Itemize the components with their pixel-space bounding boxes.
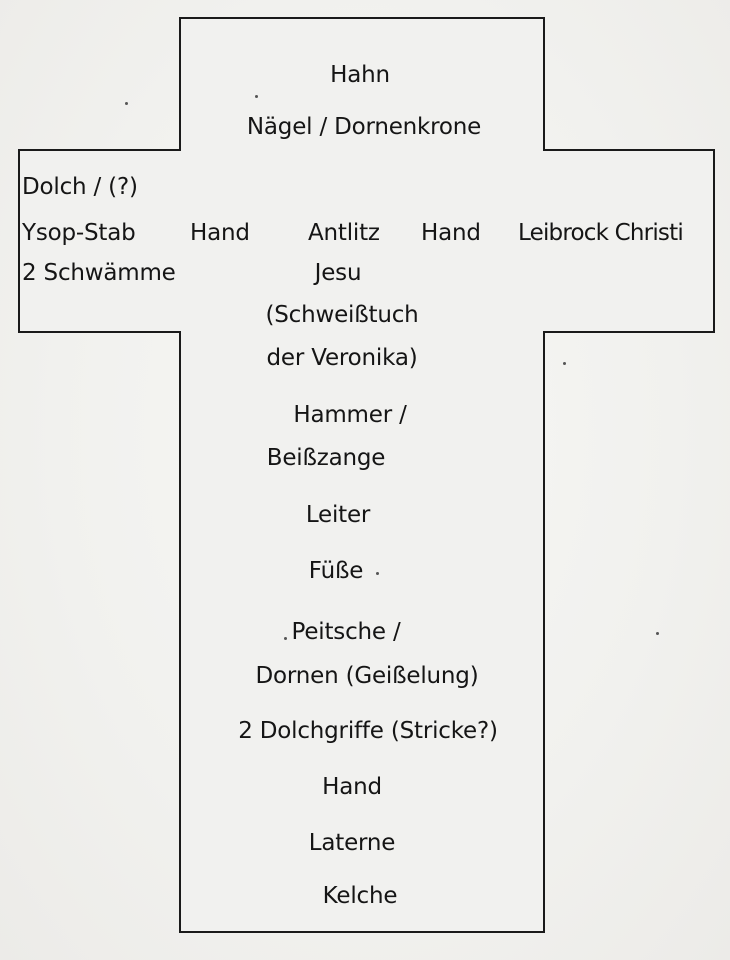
label-antlitz: Antlitz <box>308 220 380 246</box>
label-hand-lower: Hand <box>322 774 382 800</box>
label-kelche: Kelche <box>322 883 398 909</box>
scan-speck <box>284 637 287 640</box>
label-peitsche: Peitsche / <box>291 619 401 645</box>
label-beisszange: Beißzange <box>266 445 386 471</box>
label-hammer: Hammer / <box>293 402 407 428</box>
label-hahn: Hahn <box>330 62 390 88</box>
label-ysop-stab: Ysop-Stab <box>22 220 136 246</box>
label-laterne: Laterne <box>308 830 396 856</box>
cross-shape <box>18 17 715 933</box>
label-schweisstuch: (Schweißtuch <box>265 302 419 328</box>
scan-speck <box>376 572 379 575</box>
label-dornen-geisselung: Dornen (Geißelung) <box>255 663 479 689</box>
label-hand-right: Hand <box>421 220 481 246</box>
label-jesu: Jesu <box>314 260 362 286</box>
label-schwaemme: 2 Schwämme <box>22 260 176 286</box>
label-naegel-dornenkrone: Nägel / Dornenkrone <box>246 114 482 140</box>
scan-speck <box>563 362 566 365</box>
scan-speck <box>656 632 659 635</box>
label-leibrock-christi: Leibrock Christi <box>518 220 684 246</box>
label-fuesse: Füße <box>308 558 364 584</box>
label-veronika: der Veronika) <box>266 345 418 371</box>
scan-speck <box>255 95 258 98</box>
label-dolchgriffe: 2 Dolchgriffe (Stricke?) <box>238 718 498 744</box>
label-leiter: Leiter <box>305 502 371 528</box>
scan-speck <box>125 102 128 105</box>
label-hand-left: Hand <box>190 220 250 246</box>
label-dolch: Dolch / (?) <box>22 174 138 200</box>
